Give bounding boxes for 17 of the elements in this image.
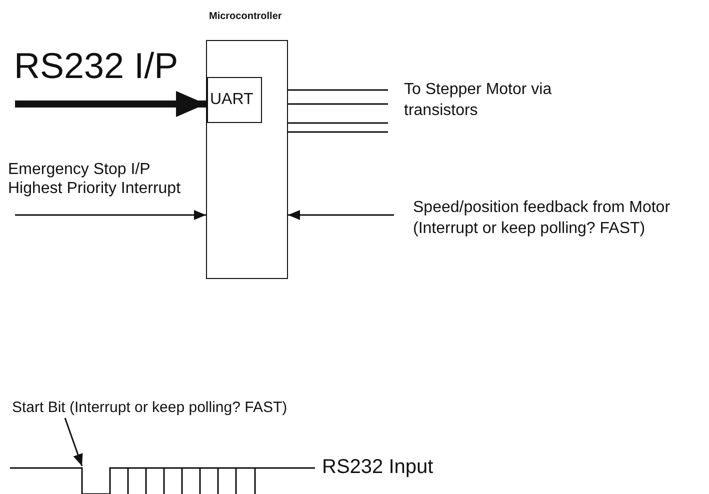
connector-line bbox=[288, 103, 388, 105]
output-label: To Stepper Motor via transistors bbox=[388, 80, 628, 126]
connector-line bbox=[288, 122, 388, 124]
leader-line bbox=[64, 418, 83, 466]
arrow bbox=[288, 210, 394, 220]
connector-line bbox=[288, 89, 388, 91]
arrow bbox=[15, 91, 206, 117]
connector-line bbox=[288, 131, 388, 133]
uart-block: UART bbox=[207, 77, 262, 123]
input-label: Emergency Stop I/P Highest Priority Interrupt bbox=[8, 160, 182, 198]
block-title: Microcontroller bbox=[209, 11, 282, 22]
feedback-label: Speed/position feedback from Motor (Interrupt or keep polling? FAST) bbox=[394, 198, 709, 240]
start-bit-label: Start Bit (Interrupt or keep polling? FAST) bbox=[10, 398, 300, 418]
signal-title: RS232 I/P bbox=[14, 44, 178, 88]
arrow bbox=[15, 210, 206, 220]
signal-label: RS232 Input bbox=[322, 455, 434, 479]
serial-waveform-drawing bbox=[10, 466, 316, 494]
